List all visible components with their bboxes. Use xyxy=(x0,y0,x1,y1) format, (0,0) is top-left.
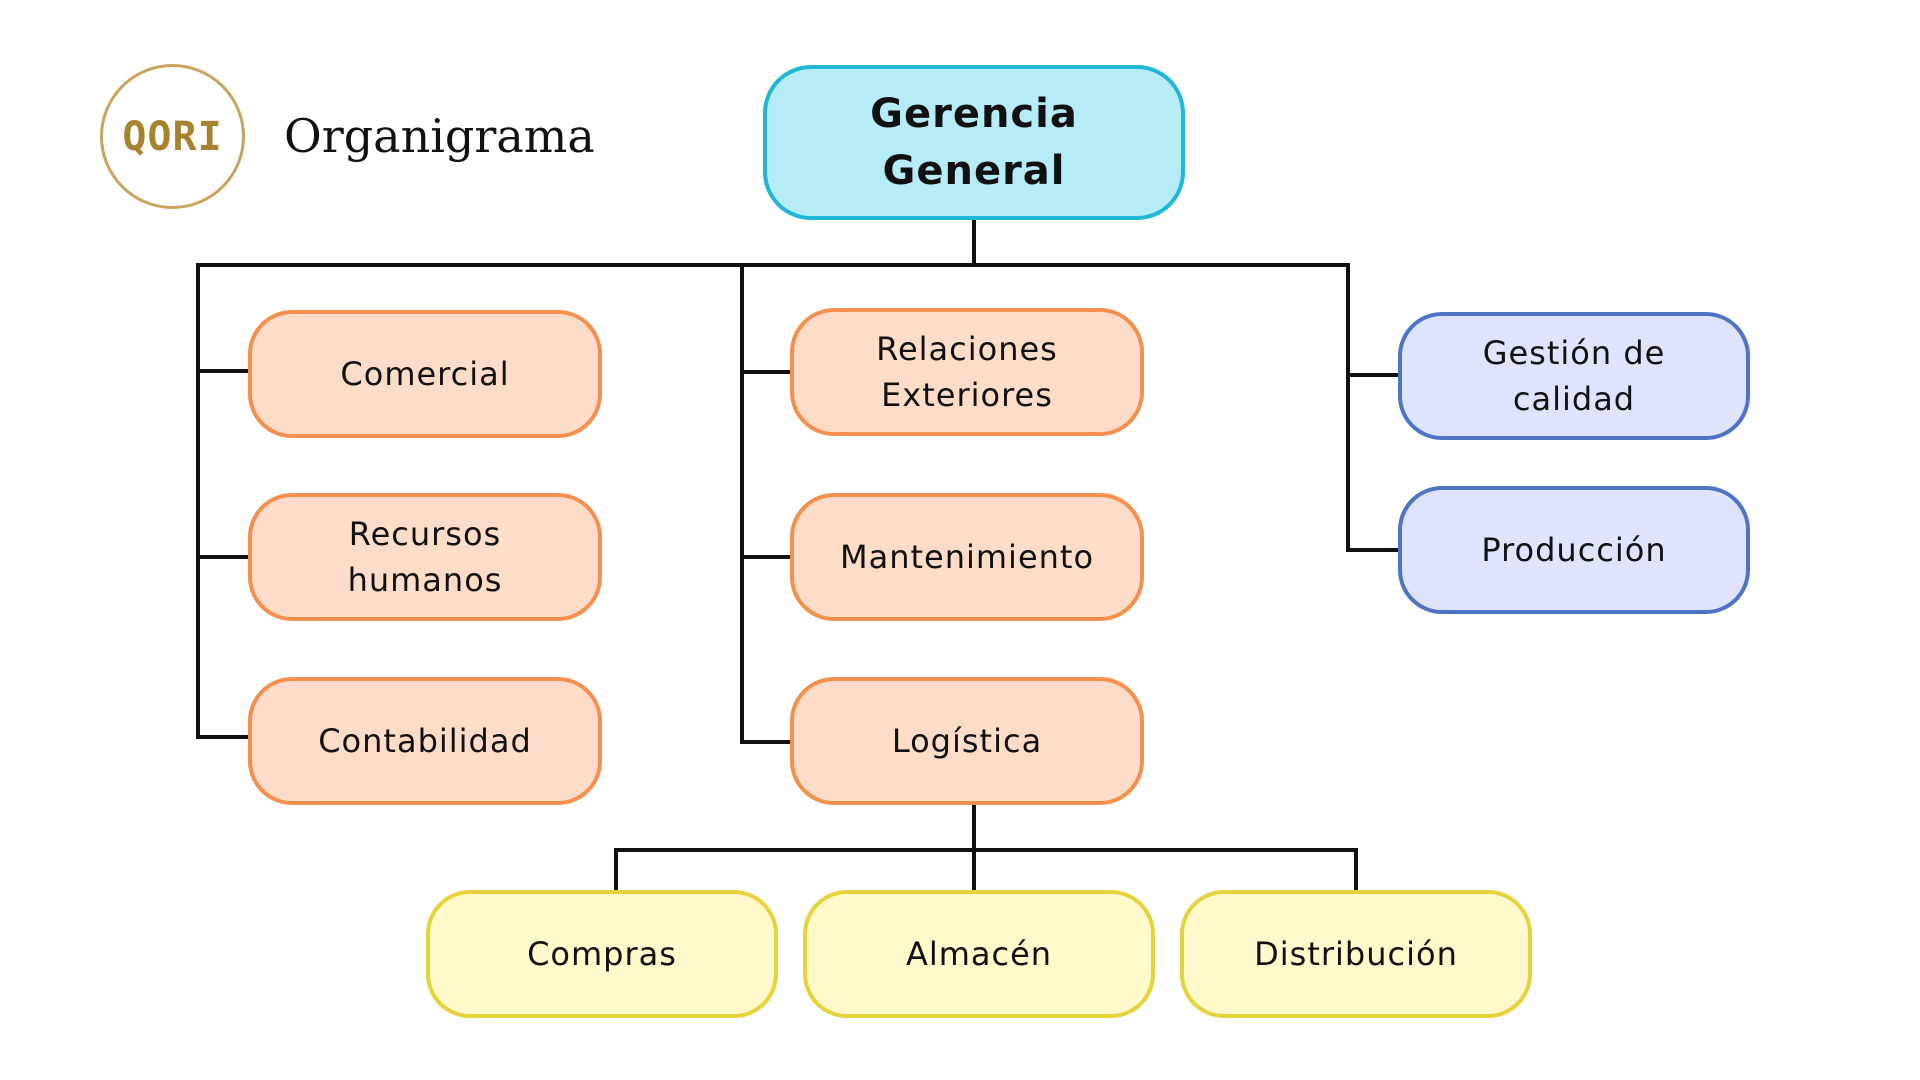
node-almacen: Almacén xyxy=(803,890,1155,1018)
node-label: Recursos humanos xyxy=(347,515,503,599)
node-label: Almacén xyxy=(905,935,1053,973)
node-label: Comercial xyxy=(340,355,510,393)
node-recursos-humanos: Recursos humanos xyxy=(248,493,602,621)
node-label: Gestión de calidad xyxy=(1482,334,1666,418)
node-label: Contabilidad xyxy=(318,722,532,760)
logo-text: QORI xyxy=(122,113,223,160)
node-label: Mantenimiento xyxy=(839,538,1095,576)
node-gerencia-general: Gerencia General xyxy=(763,65,1185,220)
node-label: Compras xyxy=(527,935,677,973)
node-label: Distribución xyxy=(1254,935,1458,973)
qori-logo: QORI xyxy=(100,64,245,209)
node-produccion: Producción xyxy=(1398,486,1750,614)
node-label: Producción xyxy=(1481,531,1667,569)
page-title: Organigrama xyxy=(284,109,595,163)
node-label: Relaciones Exteriores xyxy=(876,330,1058,414)
node-mantenimiento: Mantenimiento xyxy=(790,493,1144,621)
node-logistica: Logística xyxy=(790,677,1144,805)
node-distribucion: Distribución xyxy=(1180,890,1532,1018)
node-compras: Compras xyxy=(426,890,778,1018)
node-label: Gerencia General xyxy=(870,90,1078,194)
node-relaciones-exteriores: Relaciones Exteriores xyxy=(790,308,1144,436)
node-contabilidad: Contabilidad xyxy=(248,677,602,805)
node-label: Logística xyxy=(891,722,1043,760)
node-comercial: Comercial xyxy=(248,310,602,438)
node-gestion-de-calidad: Gestión de calidad xyxy=(1398,312,1750,440)
